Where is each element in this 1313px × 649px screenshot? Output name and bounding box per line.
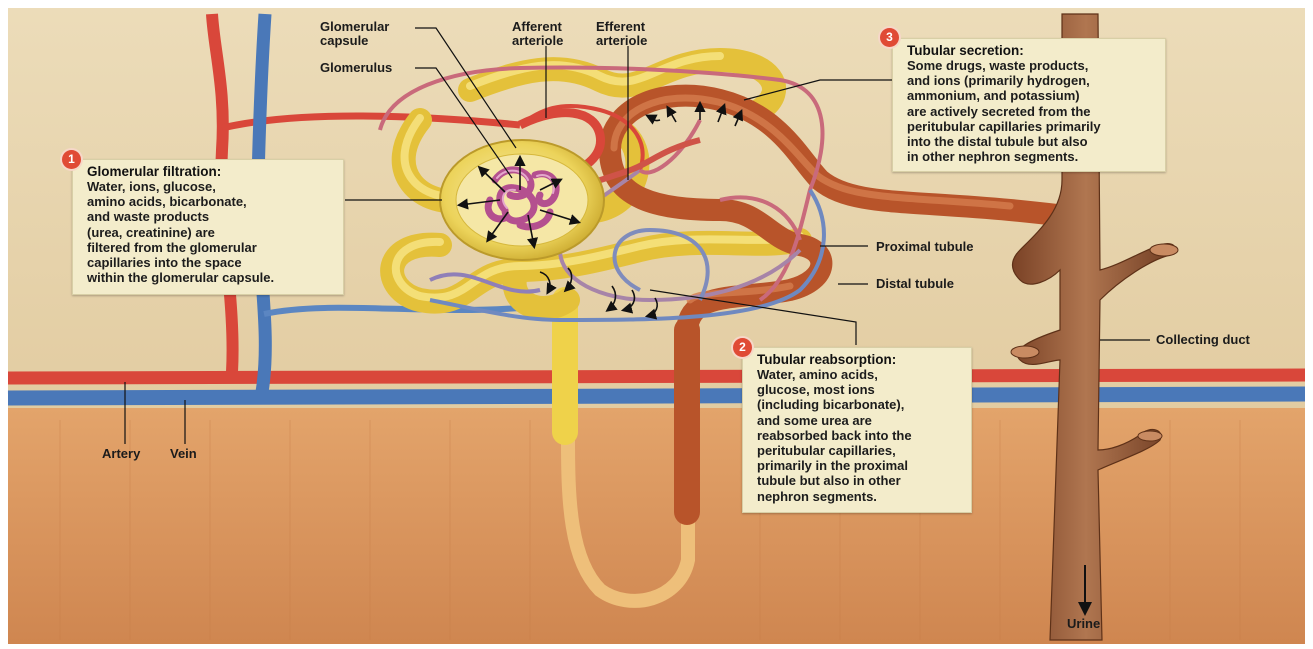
tubular-reabsorption-title: Tubular reabsorption: <box>757 352 897 367</box>
tubular-secretion-box: Tubular secretion: Some drugs, waste pro… <box>892 38 1166 172</box>
step-1-badge: 1 <box>62 150 81 169</box>
tubular-secretion-title: Tubular secretion: <box>907 43 1024 58</box>
glomerulus-highlight <box>496 169 555 209</box>
efferent-label-line1: Efferent <box>596 19 646 34</box>
artery-label: Artery <box>102 446 141 461</box>
collecting-duct-label: Collecting duct <box>1156 332 1250 347</box>
collecting-duct <box>1010 13 1179 641</box>
distal-tubule-label: Distal tubule <box>876 276 955 291</box>
urine-label: Urine <box>1067 616 1101 631</box>
step-2-badge: 2 <box>733 338 752 357</box>
capsule-space <box>455 153 589 247</box>
step-3-badge: 3 <box>880 28 899 47</box>
glomerular-capsule-label: Glomerular capsule <box>320 20 389 48</box>
reabsorption-arrows <box>539 267 658 320</box>
glomerular-filtration-body: Water, ions, glucose, amino acids, bicar… <box>87 179 275 286</box>
glomerular-filtration-title: Glomerular filtration: <box>87 164 222 179</box>
glomerular-capsule-label-line1: Glomerular <box>320 19 390 34</box>
secretion-arrows <box>645 100 743 127</box>
tubular-reabsorption-box: Tubular reabsorption: Water, amino acids… <box>742 347 972 513</box>
leader-lines <box>124 27 1150 444</box>
afferent-arteriole-label: Afferent arteriole <box>512 20 563 48</box>
proximal-tubule-label: Proximal tubule <box>876 239 974 254</box>
vein-vessel <box>7 386 1306 406</box>
vein-label: Vein <box>170 446 197 461</box>
efferent-label-line2: arteriole <box>596 33 648 48</box>
tubular-reabsorption-body: Water, amino acids, glucose, most ions (… <box>757 367 912 504</box>
lower-tissue <box>8 408 1305 644</box>
afferent-label-line2: arteriole <box>512 33 564 48</box>
glomerular-capsule-label-line2: capsule <box>320 33 369 48</box>
efferent-arteriole-label: Efferent arteriole <box>596 20 647 48</box>
tubular-secretion-body: Some drugs, waste products, and ions (pr… <box>907 58 1101 165</box>
loop-of-henle-descending <box>561 290 695 608</box>
glomerulus-label: Glomerulus <box>320 60 393 75</box>
glomerular-filtration-box: Glomerular filtration: Water, ions, gluc… <box>72 159 344 295</box>
distal-tubule <box>598 84 1091 341</box>
tissue-striations <box>59 420 1241 640</box>
artery-vessel <box>7 368 1306 385</box>
interlobular-artery <box>206 13 239 373</box>
afferent-label-line1: Afferent <box>512 19 562 34</box>
filtration-arrows <box>456 154 582 250</box>
